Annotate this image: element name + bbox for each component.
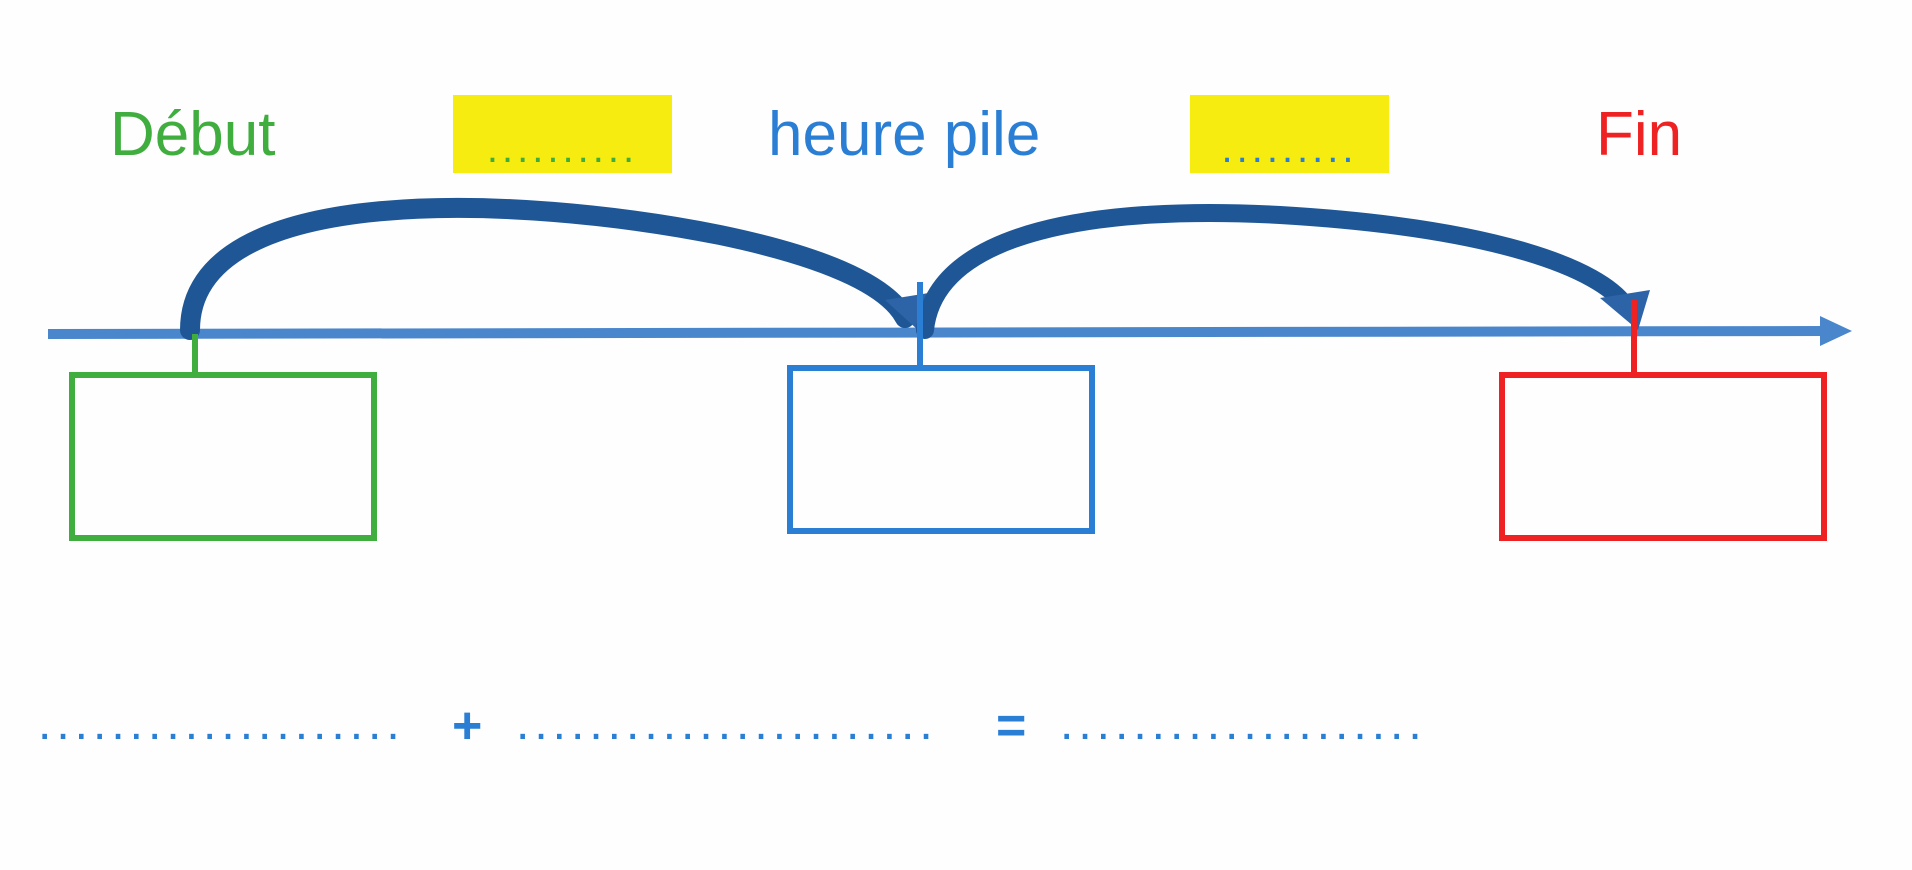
hour-time-box[interactable] [787, 365, 1095, 534]
arc-hour-to-end [916, 203, 1634, 339]
duration1-placeholder: .......... [486, 127, 639, 171]
axis-arrowhead-icon [1820, 316, 1852, 346]
duration1-field[interactable]: .......... [453, 95, 672, 173]
end-time-box[interactable] [1499, 372, 1827, 541]
equation-result[interactable]: .................... [1060, 697, 1427, 750]
arc2-arrowhead-icon [1600, 290, 1650, 330]
start-label: Début [110, 100, 276, 169]
duration2-placeholder: ......... [1221, 127, 1358, 171]
plus-sign: + [452, 697, 488, 755]
arc-start-to-hour [180, 197, 915, 340]
end-label: Fin [1596, 100, 1683, 169]
equation-operand1[interactable]: .................... [38, 697, 405, 750]
duration2-field[interactable]: ......... [1190, 95, 1389, 173]
equation-operand2[interactable]: ....................... [516, 697, 938, 750]
start-time-box[interactable] [69, 372, 377, 541]
equals-sign: = [996, 697, 1032, 755]
time-axis [47, 316, 1852, 346]
hour-label: heure pile [768, 100, 1041, 169]
